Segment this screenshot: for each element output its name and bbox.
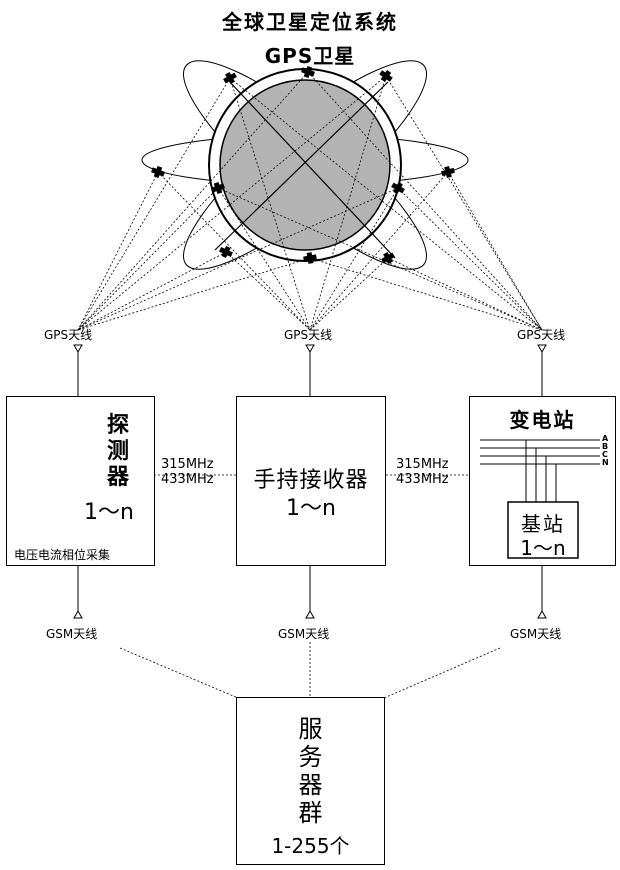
- gps-antenna-label-right: GPS天线: [517, 328, 566, 342]
- gsm-antenna-label-middle: GSM天线: [278, 627, 330, 641]
- detector-count: 1～n: [84, 500, 134, 525]
- bus-label-a: A: [602, 434, 609, 443]
- bus-label-n: N: [602, 458, 609, 467]
- gsm-antenna-glyphs: [73, 566, 547, 619]
- gsm-links: [119, 642, 501, 699]
- gps-antenna-label-middle: GPS天线: [284, 328, 333, 342]
- antenna-icon: [73, 566, 83, 619]
- antenna-icon: [305, 344, 315, 396]
- server-count: 1-255个: [271, 834, 350, 858]
- server-title-char: 服: [298, 715, 323, 743]
- freq-left-2: 433MHz: [161, 472, 214, 487]
- bus-label-b: B: [602, 442, 609, 451]
- base-station-count: 1～n: [520, 536, 566, 560]
- freq-label-left: 315MHz 433MHz: [161, 457, 214, 487]
- server-title-char: 群: [298, 799, 323, 827]
- handheld-count: 1～n: [286, 496, 336, 521]
- freq-label-right: 315MHz 433MHz: [396, 457, 449, 487]
- antenna-icon: [537, 566, 547, 619]
- substation-title: 变电站: [509, 408, 576, 432]
- handheld-box: [236, 396, 386, 566]
- antenna-icon: [73, 344, 83, 396]
- server-title-char: 务: [298, 743, 323, 771]
- freq-right-2: 433MHz: [396, 472, 449, 487]
- antenna-icon: [305, 566, 315, 619]
- gps-satellite-label: GPS卫星: [264, 44, 356, 68]
- base-station-title: 基站: [521, 512, 565, 536]
- detector-caption: 电压电流相位采集: [14, 548, 111, 562]
- server-title-char: 器: [298, 771, 323, 799]
- detector-title-char: 测: [106, 439, 129, 464]
- handheld-title: 手持接收器: [253, 468, 369, 493]
- gps-antenna-glyphs: [73, 344, 547, 396]
- freq-right-1: 315MHz: [396, 457, 449, 472]
- detector-box: [6, 396, 155, 566]
- detector-title-char: 器: [106, 465, 129, 490]
- gps-antenna-label-left: GPS天线: [44, 328, 93, 342]
- gsm-antenna-label-right: GSM天线: [510, 627, 562, 641]
- gsm-antenna-label-left: GSM天线: [46, 627, 98, 641]
- detector-title-char: 探: [106, 413, 129, 438]
- antenna-icon: [537, 344, 547, 396]
- bus-label-c: C: [602, 450, 608, 459]
- server-box: [236, 697, 385, 865]
- gps-signal-lines: [77, 71, 543, 331]
- orbit-cross-lines: [214, 79, 396, 259]
- freq-left-1: 315MHz: [161, 457, 214, 472]
- page-title: 全球卫星定位系统: [222, 10, 398, 34]
